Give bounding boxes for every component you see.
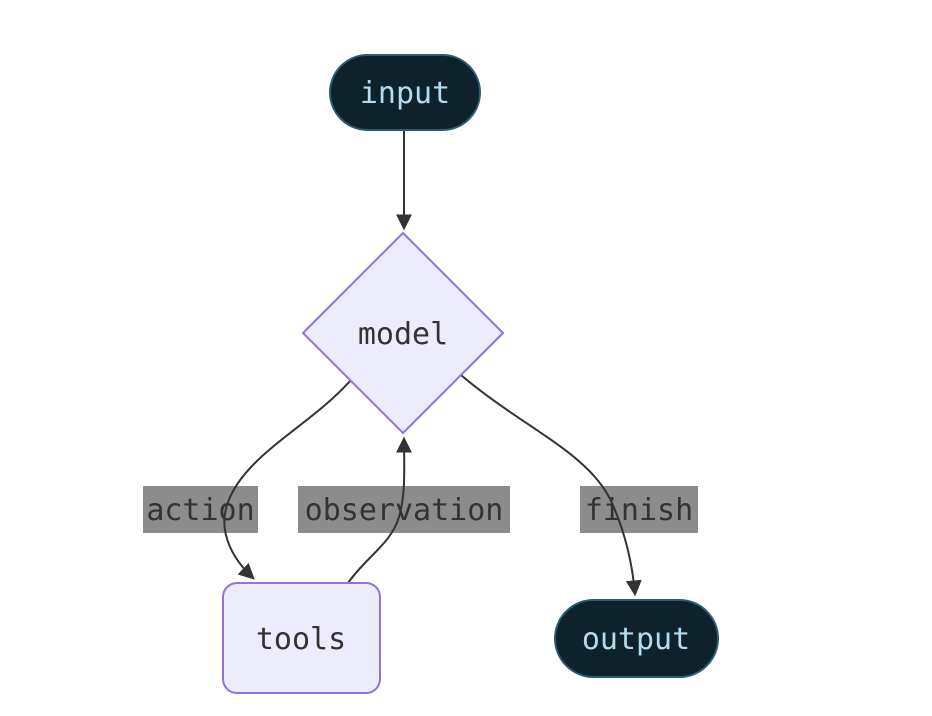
edge-label-observation-text: observation [305, 493, 504, 528]
node-model-label: model [358, 317, 448, 352]
edge-label-finish: finish [580, 486, 698, 533]
edge-labels: action observation finish [143, 486, 698, 533]
node-output: output [554, 599, 719, 678]
edge-label-observation: observation [298, 486, 510, 533]
node-input-label: input [360, 76, 450, 111]
node-tools: tools [222, 582, 381, 694]
edge-label-finish-text: finish [585, 493, 693, 528]
node-tools-shape [222, 582, 381, 694]
nodes: input model tools output [222, 54, 719, 694]
edge-label-action-bg [143, 486, 258, 533]
edge-model-output [460, 374, 642, 597]
node-model-shape [301, 231, 505, 435]
edge-model-tools [223, 380, 351, 580]
node-output-shape [554, 599, 719, 678]
edge-label-finish-bg [580, 486, 698, 533]
node-model: model [301, 231, 505, 435]
edges [223, 131, 642, 597]
node-output-label: output [582, 622, 690, 657]
node-input-shape [329, 54, 481, 131]
edge-label-action-text: action [146, 493, 254, 528]
node-tools-label: tools [256, 622, 346, 657]
edge-label-action: action [143, 486, 258, 533]
edge-tools-model [347, 436, 413, 584]
node-input: input [329, 54, 481, 131]
